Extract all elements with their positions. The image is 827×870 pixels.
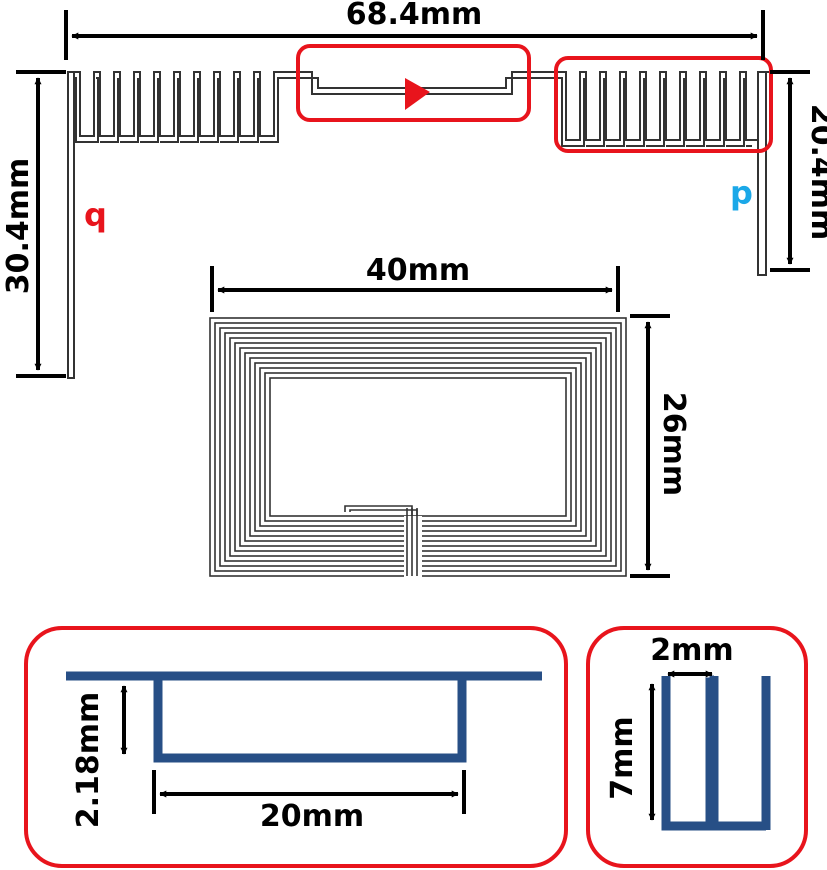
left-meander-trace <box>74 71 300 137</box>
left-leg-trace <box>67 71 75 379</box>
loop-detail-panel <box>24 626 568 868</box>
right-meander-trace <box>560 71 770 141</box>
dimension-total-width <box>64 10 765 60</box>
dimension-right-height-label: 20.4mm <box>804 104 827 241</box>
meander-highlight-box <box>554 56 773 153</box>
meander-detail-trace <box>661 675 771 831</box>
coil-crossover-lines <box>406 508 418 576</box>
point-p-label: p <box>730 174 753 212</box>
dimension-coil-height-label: 26mm <box>656 392 691 496</box>
dimension-meander-height-label: 7mm <box>605 716 640 799</box>
dimension-coil-width <box>210 266 620 312</box>
loop-highlight-box <box>296 44 531 122</box>
dimension-meander-pitch-label: 2mm <box>650 633 733 668</box>
loop-detail-trace <box>66 671 542 763</box>
dimension-coil-height <box>630 314 670 578</box>
meander-detail-panel <box>586 626 808 868</box>
point-q-label: q <box>84 196 107 234</box>
dimension-right-height <box>770 70 810 272</box>
dimension-loop-width <box>152 770 466 814</box>
feed-point-icon <box>405 78 430 110</box>
dimension-loop-width-label: 20mm <box>260 799 364 834</box>
right-leg-trace <box>757 72 767 276</box>
right-meander-inner-trace <box>560 77 752 147</box>
dipole-antenna <box>67 71 770 379</box>
left-meander-inner-trace <box>74 77 300 143</box>
dimension-left-height-label: 30.4mm <box>1 158 36 295</box>
center-loop-trace <box>300 71 560 95</box>
dimension-loop-height-label: 2.18mm <box>71 692 106 829</box>
center-loop-inner-trace <box>300 77 560 89</box>
dimension-coil-width-label: 40mm <box>366 253 470 288</box>
dimension-left-height <box>16 70 66 378</box>
dimension-total-width-label: 68.4mm <box>346 0 483 32</box>
